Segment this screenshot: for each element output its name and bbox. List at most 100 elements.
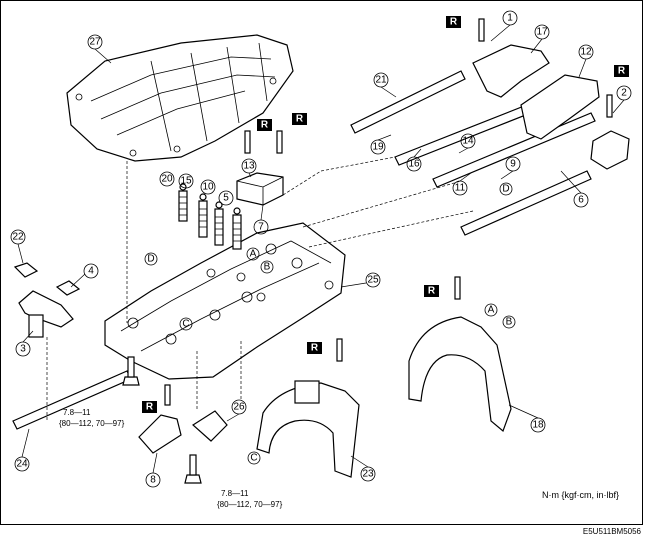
callout-15-label: 15 [180, 176, 192, 187]
callout-9: 9 [505, 156, 521, 172]
callout-14: 14 [460, 133, 476, 149]
replace-tag-7: R [292, 113, 307, 125]
exploded-view-diagram: 1 2 3 4 5 6 7 8 9 10 11 12 13 14 15 16 1… [10, 10, 632, 509]
svg-text:A: A [488, 305, 495, 316]
callout-7-label: 7 [258, 222, 264, 233]
callout-1-label: 1 [507, 13, 513, 24]
svg-text:R: R [146, 402, 154, 413]
callout-21: 21 [373, 72, 389, 88]
callout-3-label: 3 [20, 344, 26, 355]
callout-17: 17 [534, 24, 550, 40]
callout-2-label: 2 [621, 88, 627, 99]
callout-24: 24 [14, 456, 30, 472]
units-note: N·m {kgf·cm, in·lbf} [542, 490, 619, 500]
callout-21-label: 21 [375, 75, 387, 86]
replace-tag-13: R [257, 119, 272, 131]
svg-text:B: B [264, 262, 271, 273]
svg-text:R: R [296, 114, 304, 125]
callout-13: 13 [241, 158, 257, 174]
callout-16-label: 16 [408, 159, 420, 170]
shift-end-2-part [590, 94, 630, 170]
replace-tag-1: R [446, 16, 461, 28]
shift-head-12-part [520, 74, 600, 140]
torque-spec-lower-units: {80—112, 70—97} [217, 500, 283, 509]
callout-27-label: 27 [89, 37, 101, 48]
svg-text:R: R [450, 17, 458, 28]
replace-tag-8: R [142, 401, 157, 413]
callout-4-label: 4 [88, 266, 94, 277]
callout-12: 12 [578, 44, 594, 60]
svg-text:D: D [502, 184, 509, 195]
callout-18: 18 [530, 417, 546, 433]
ref-letter-b-fork: B [502, 315, 516, 329]
callout-5: 5 [218, 190, 234, 206]
callout-4: 4 [83, 263, 99, 279]
torque-spec-upper-value: 7.8—11 [63, 408, 91, 417]
replace-tag-2: R [614, 65, 629, 77]
svg-text:A: A [250, 249, 257, 260]
ref-letter-a-fork: A [484, 303, 498, 317]
svg-text:R: R [428, 286, 436, 297]
svg-text:R: R [311, 343, 319, 354]
callout-8-label: 8 [150, 475, 156, 486]
lever-8-part [138, 384, 182, 454]
shift-fork-23-part [256, 338, 360, 478]
top-cover-part [66, 34, 294, 162]
callout-25: 25 [365, 272, 381, 288]
torque-spec-upper: 7.8—11 {80—112, 70—97} [59, 408, 125, 428]
callout-19: 19 [370, 139, 386, 155]
svg-text:B: B [506, 317, 513, 328]
callout-8: 8 [145, 472, 161, 488]
callout-25-label: 25 [367, 275, 379, 286]
callout-19-label: 19 [372, 142, 384, 153]
callout-14-label: 14 [462, 136, 474, 147]
callout-20: 20 [159, 171, 175, 187]
callout-13-label: 13 [243, 161, 255, 172]
callout-24-label: 24 [16, 459, 28, 470]
callout-12-label: 12 [580, 47, 592, 58]
bracket-26-part [192, 410, 228, 442]
callout-23: 23 [360, 466, 376, 482]
callout-7: 7 [253, 219, 269, 235]
callout-26: 26 [231, 399, 247, 415]
detent-springs-part [178, 183, 242, 250]
ref-letter-b-housing: B [260, 260, 274, 274]
ref-letter-d-rod: D [499, 182, 513, 196]
callout-18-label: 18 [532, 420, 544, 431]
callout-22-label: 22 [12, 232, 24, 243]
callout-17-label: 17 [536, 27, 548, 38]
callout-11-label: 11 [455, 183, 466, 194]
shift-lever-part [13, 262, 81, 338]
svg-text:D: D [147, 254, 154, 265]
callout-26-label: 26 [233, 402, 245, 413]
torque-spec-lower: 7.8—11 {80—112, 70—97} [217, 489, 283, 509]
callout-9-label: 9 [510, 159, 516, 170]
callout-10: 10 [200, 179, 216, 195]
shift-head-17-part [472, 18, 550, 98]
replace-tag-23: R [307, 342, 322, 354]
ref-letter-c-fork: C [247, 451, 261, 465]
callout-20-label: 20 [161, 174, 173, 185]
callout-22: 22 [10, 229, 26, 245]
ref-letter-a-housing: A [246, 247, 260, 261]
callout-27: 27 [87, 34, 103, 50]
shift-control-housing-part [104, 222, 346, 380]
callout-3: 3 [15, 341, 31, 357]
callout-2: 2 [616, 85, 632, 101]
callout-6-label: 6 [578, 195, 584, 206]
callout-16: 16 [406, 156, 422, 172]
diagram-frame: 1 2 3 4 5 6 7 8 9 10 11 12 13 14 15 16 1… [0, 0, 643, 525]
ref-letter-c-housing: C [179, 317, 193, 331]
shift-fork-18-part [408, 276, 512, 433]
svg-text:R: R [618, 66, 626, 77]
replace-tag-18: R [424, 285, 439, 297]
callout-23-label: 23 [362, 469, 374, 480]
svg-text:R: R [261, 120, 269, 131]
interlock-block-part [236, 130, 284, 206]
bolt-part [122, 356, 202, 484]
torque-spec-upper-units: {80—112, 70—97} [59, 419, 125, 428]
figure-code: E5U511BM5056 [582, 527, 641, 536]
callout-1: 1 [502, 10, 518, 26]
svg-text:C: C [182, 319, 189, 330]
callout-15: 15 [178, 173, 194, 189]
